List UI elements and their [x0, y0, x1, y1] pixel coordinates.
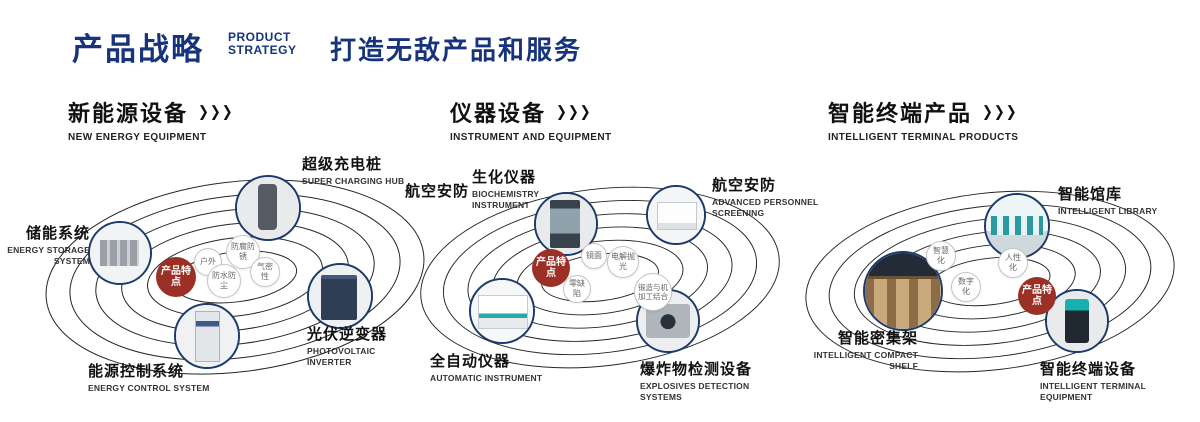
product-circle-aviation-security [646, 185, 706, 245]
label-zh: 爆炸物检测设备 [640, 361, 753, 378]
section-header-intelligent-terminal: 智能终端产品 ❯❯❯ INTELLIGENT TERMINAL PRODUCTS [828, 96, 1018, 143]
label-zh: 超级充电桩 [302, 156, 383, 173]
label-en: INTELLIGENT TERMINAL EQUIPMENT [1040, 381, 1146, 403]
product-circle-compact-shelf [863, 251, 943, 331]
center-feature-circle-intelligent: 产品特点 [1018, 277, 1056, 315]
label-zh: 全自动仪器 [430, 353, 511, 370]
charging-pile-photo [237, 177, 299, 239]
feature-bubble-smart: 智慧化 [926, 241, 956, 271]
label-en: INTELLIGENT COMPACT SHELF [813, 350, 918, 372]
label-zh: 航空安防 [712, 177, 777, 194]
section-header-instrument: 仪器设备 ❯❯❯ INSTRUMENT AND EQUIPMENT [450, 96, 611, 143]
product-circle-energy-control [174, 303, 240, 369]
feature-bubble-waterproof: 防水防尘 [207, 264, 241, 298]
label-en: PHOTOVOLTAIC INVERTER [307, 346, 376, 368]
section-title: 新能源设备 [68, 101, 189, 126]
label-compact-shelf: 智能密集架 INTELLIGENT COMPACT SHELF [810, 327, 918, 372]
page-title-en-line2: STRATEGY [228, 43, 297, 57]
feature-bubble-humanized: 人性化 [998, 248, 1028, 278]
label-energy-storage: 储能系统 ENERGY STORAGE SYSTEM [6, 222, 90, 267]
label-zh: 储能系统 [25, 225, 90, 242]
label-energy-control: 能源控制系统 ENERGY CONTROL SYSTEM [88, 360, 218, 394]
section-header-new-energy: 新能源设备 ❯❯❯ NEW ENERGY EQUIPMENT [68, 96, 234, 143]
label-intelligent-library: 智能馆库 INTELLIGENT LIBRARY [1058, 183, 1168, 217]
product-circle-biochemistry [534, 192, 598, 256]
page-title: 产品战略 [72, 32, 204, 67]
label-zh: 生化仪器 [472, 169, 537, 186]
biochemistry-photo [536, 194, 596, 254]
library-photo [986, 195, 1048, 257]
feature-bubble-digital: 数字化 [951, 272, 981, 302]
triple-arrow-icon: ❯❯❯ [982, 102, 1018, 121]
label-zh: 光伏逆变器 [307, 326, 388, 343]
center-feature-circle-new-energy: 产品特点 [156, 257, 196, 297]
compact-shelf-photo [865, 253, 941, 329]
feature-bubble-zero-defect: 零缺陷 [563, 275, 591, 303]
label-zh: 智能密集架 [837, 330, 918, 347]
label-en: EXPLOSIVES DETECTION SYSTEMS [640, 381, 750, 403]
product-circle-automatic-instrument [469, 278, 535, 344]
orbit-rings-intelligent-terminal [805, 190, 1175, 373]
label-zh: 智能馆库 [1058, 186, 1123, 203]
label-zh: 能源控制系统 [88, 363, 185, 380]
label-photovoltaic-inverter: 光伏逆变器 PHOTOVOLTAIC INVERTER [307, 323, 417, 368]
label-en: ENERGY STORAGE SYSTEM [7, 245, 90, 267]
section-subtitle: NEW ENERGY EQUIPMENT [68, 132, 207, 143]
label-en: ENERGY CONTROL SYSTEM [88, 383, 210, 393]
label-en: AUTOMATIC INSTRUMENT [430, 373, 543, 383]
feature-bubble-mirror-finish: 镜面 [581, 243, 607, 269]
page-title-en: PRODUCT STRATEGY [228, 31, 296, 57]
label-zh: 智能终端设备 [1040, 361, 1137, 378]
product-circle-terminal-equipment [1045, 289, 1109, 353]
section-subtitle: INTELLIGENT TERMINAL PRODUCTS [828, 132, 1019, 143]
feature-bubble-forging-machining: 锻造与机加工结合 [634, 273, 672, 311]
product-circle-super-charging-hub [235, 175, 301, 241]
triple-arrow-icon: ❯❯❯ [556, 102, 592, 121]
label-biochemistry: 生化仪器 BIOCHEMISTRY INSTRUMENT [472, 166, 572, 211]
inverter-photo [309, 265, 371, 327]
section-subtitle: INSTRUMENT AND EQUIPMENT [450, 132, 612, 143]
feature-bubble-airtight: 气密性 [250, 257, 280, 287]
label-en: INTELLIGENT LIBRARY [1058, 206, 1158, 216]
label-en: ADVANCED PERSONNEL SCREENING [712, 197, 819, 219]
control-cabinet-photo [176, 305, 238, 367]
label-super-charging-hub: 超级充电桩 SUPER CHARGING HUB [302, 153, 422, 187]
label-aviation-security-left: 航空安防 [405, 183, 470, 200]
center-feature-circle-instrument: 产品特点 [532, 249, 570, 287]
orbit-rings-new-energy [45, 179, 425, 375]
label-terminal-equipment: 智能终端设备 INTELLIGENT TERMINAL EQUIPMENT [1040, 358, 1190, 403]
label-automatic-instrument: 全自动仪器 AUTOMATIC INSTRUMENT [430, 350, 550, 384]
label-en: SUPER CHARGING HUB [302, 176, 405, 186]
product-circle-energy-storage [88, 221, 152, 285]
label-en: BIOCHEMISTRY INSTRUMENT [472, 189, 540, 211]
triple-arrow-icon: ❯❯❯ [198, 102, 234, 121]
terminal-kiosk-photo [1047, 291, 1107, 351]
label-explosives-detection: 爆炸物检测设备 EXPLOSIVES DETECTION SYSTEMS [640, 358, 790, 403]
section-title: 智能终端产品 [828, 101, 973, 126]
automatic-instrument-photo [471, 280, 533, 342]
page-title-en-line1: PRODUCT [228, 30, 291, 44]
section-title: 仪器设备 [450, 101, 547, 126]
label-aviation-security: 航空安防 ADVANCED PERSONNEL SCREENING [712, 174, 822, 219]
page-slogan: 打造无敌产品和服务 [330, 35, 583, 65]
feature-bubble-electropolish: 电解抛光 [607, 246, 639, 278]
security-screening-photo [648, 187, 704, 243]
product-circle-photovoltaic-inverter [307, 263, 373, 329]
energy-storage-photo [90, 223, 150, 283]
